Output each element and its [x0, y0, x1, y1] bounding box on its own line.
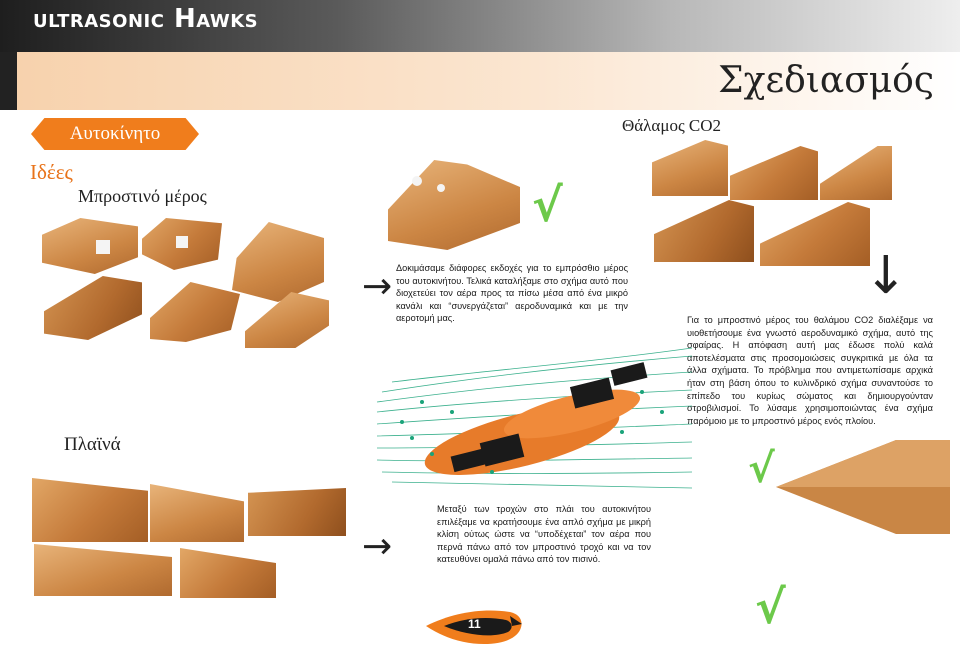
page-title: Σχεδιασμός: [718, 60, 934, 101]
render-slot: [176, 236, 188, 248]
check-front: √: [532, 178, 563, 232]
team-name: ultrasonic Hawks: [33, 4, 259, 34]
front-render-4: [44, 276, 142, 340]
arrow-sides: →: [362, 526, 393, 567]
side-render-4: [34, 544, 172, 596]
check-sides: √: [755, 580, 786, 634]
side-render-3: [248, 488, 346, 536]
flow-simulation-svg: [376, 347, 693, 489]
side-strip: [0, 52, 17, 110]
chamber-render-1: [652, 140, 728, 196]
front-render-6: [245, 292, 329, 348]
arrow-front: →: [362, 266, 393, 307]
paragraph-sides: Μεταξύ των τροχών στο πλάι του αυτοκινήτ…: [437, 504, 651, 565]
hawk-logo: 11: [424, 604, 524, 648]
header-bar: [0, 0, 960, 52]
chamber-render-3: [820, 146, 892, 200]
hawk-logo-icon: [426, 610, 522, 644]
arrow-chamber: ↓: [864, 246, 908, 306]
logo-number: 11: [468, 617, 481, 631]
render-slot: [96, 240, 110, 254]
check-chamber: √: [748, 446, 775, 492]
chamber-cone-render: [736, 432, 950, 542]
side-render-5: [180, 548, 276, 598]
chamber-render-2: [730, 146, 818, 200]
front-render-5: [150, 282, 240, 342]
section-tab-label: Αυτοκίνητο: [69, 123, 161, 144]
chamber-render-4: [654, 200, 754, 262]
front-render-1: [42, 218, 138, 274]
section-tab: [31, 118, 199, 150]
front-label: Μπροστινό μέρος: [78, 186, 207, 206]
side-render-1: [32, 478, 148, 542]
title-band: [17, 52, 960, 110]
flow-simulation-render: [372, 342, 700, 494]
front-render-3: [232, 222, 324, 302]
side-render-2: [150, 484, 244, 542]
paragraph-front: Δοκιμάσαμε διάφορες εκδοχές για το εμπρό…: [396, 263, 628, 324]
chamber-label: Θάλαμος CO2: [622, 116, 722, 135]
paragraph-chamber: Για το μπροστινό μέρος του θαλάμου CO2 δ…: [687, 315, 933, 426]
ideas-label: Ιδέες: [30, 160, 73, 184]
sides-label: Πλαϊνά: [64, 434, 121, 455]
chamber-render-5: [760, 202, 870, 266]
